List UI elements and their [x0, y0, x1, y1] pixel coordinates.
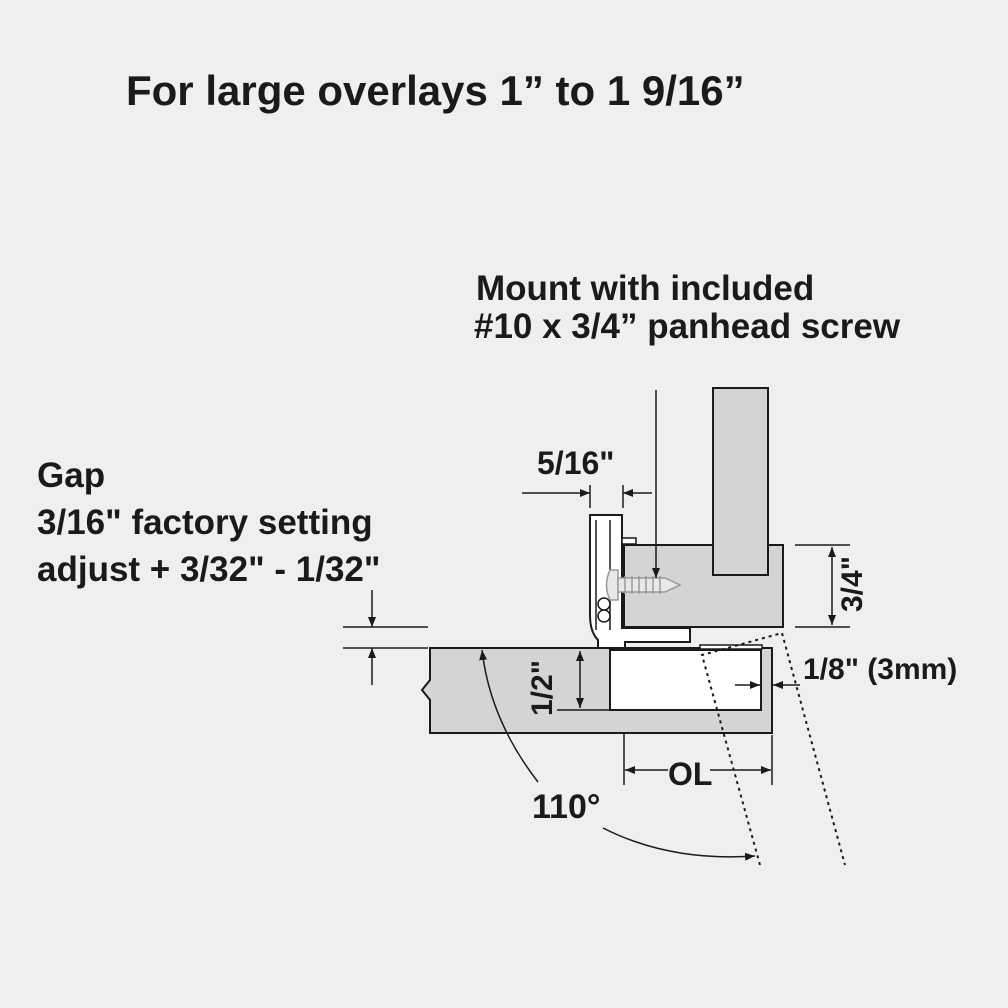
frame-stile — [712, 387, 769, 576]
hinge-arm — [589, 514, 691, 649]
arm-offset-label: 5/16" — [537, 445, 615, 481]
hinge-cup — [609, 649, 762, 711]
mount-note-line2: #10 x 3/4” panhead screw — [474, 307, 901, 346]
edge-distance-label: 1/8" (3mm) — [803, 653, 958, 686]
screw-icon — [605, 569, 682, 601]
overlay-label: OL — [668, 756, 713, 792]
gap-note-line3: adjust + 3/32" - 1/32" — [37, 550, 381, 589]
mount-note-line1: Mount with included — [476, 269, 815, 308]
frame-thickness-label: 3/4" — [836, 556, 869, 612]
gap-note-line2: 3/16" factory setting — [37, 503, 373, 542]
gap-note-line1: Gap — [37, 456, 106, 495]
opening-angle-label: 110° — [532, 788, 601, 826]
page-title: For large overlays 1” to 1 9/16” — [126, 67, 745, 114]
door-swing-outline — [700, 631, 846, 866]
cup-depth-label: 1/2" — [526, 660, 559, 716]
